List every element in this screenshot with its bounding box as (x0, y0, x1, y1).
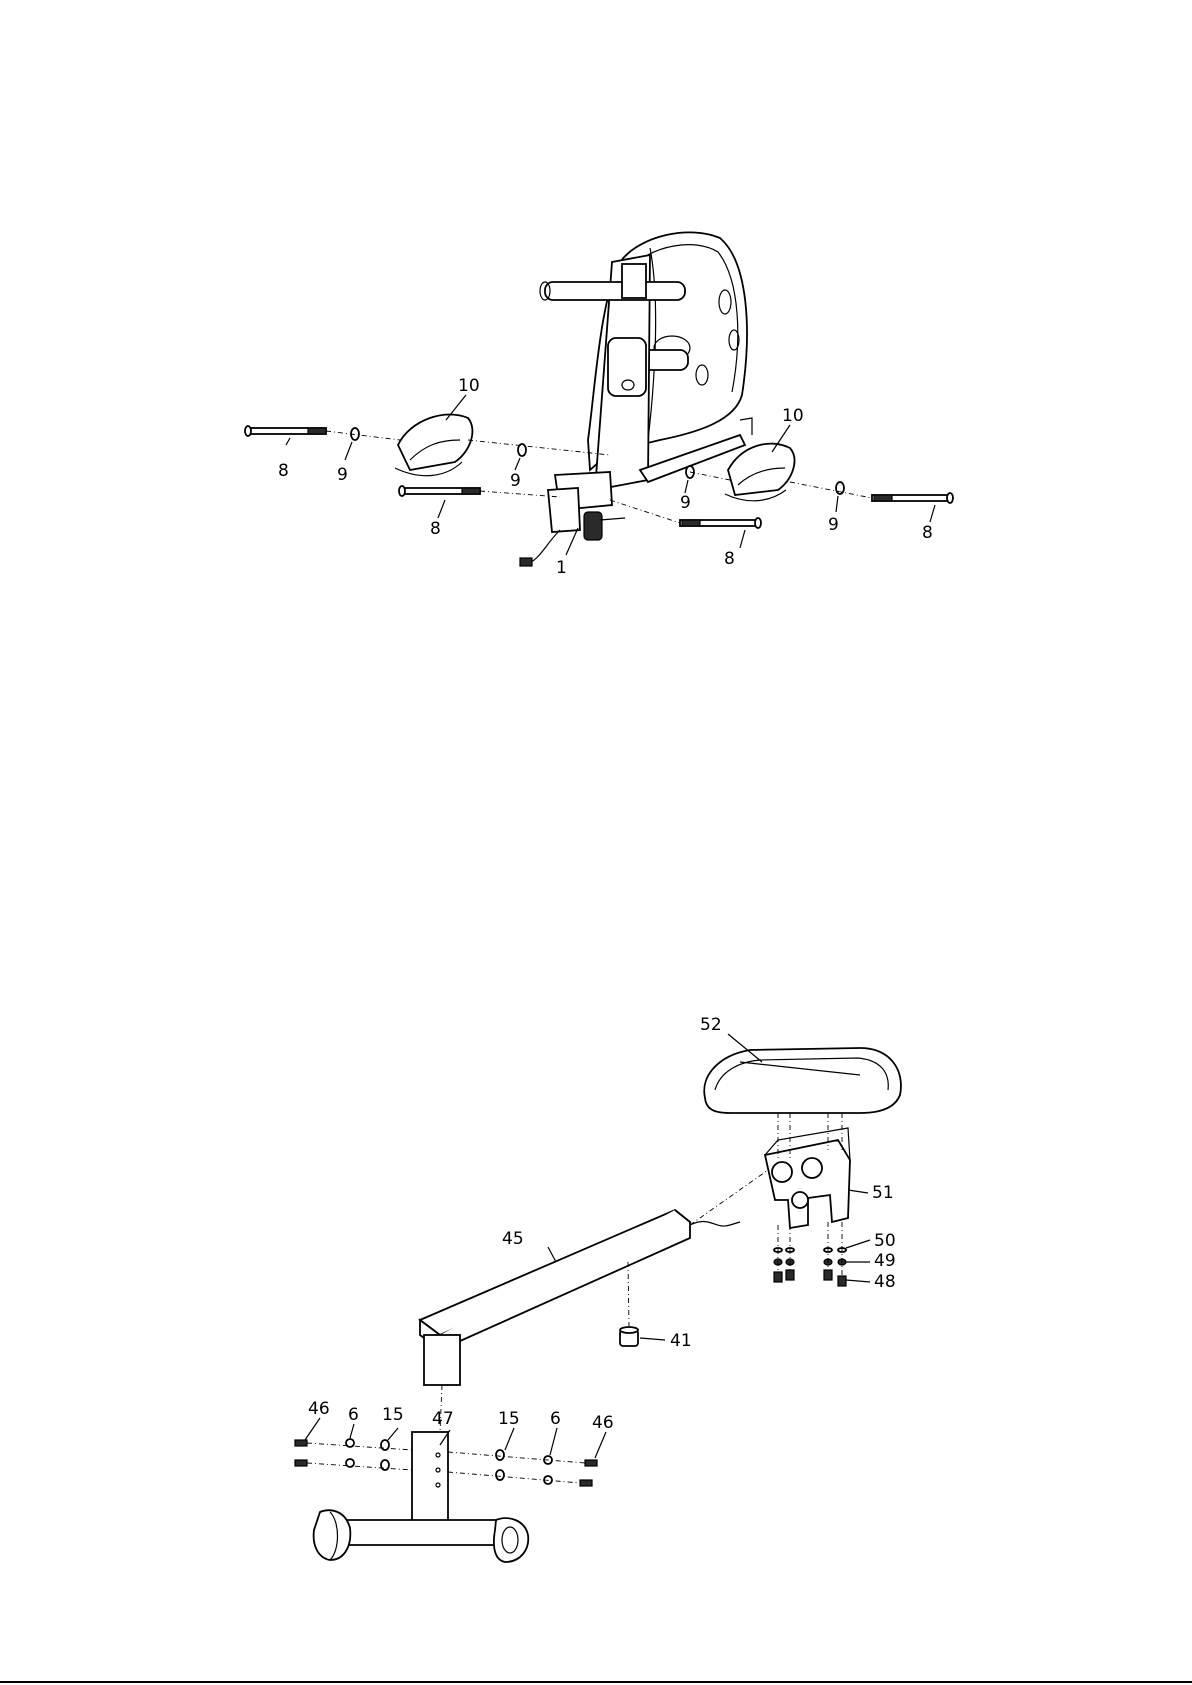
part-6-left-label: 6 (348, 1405, 359, 1425)
part-49-label: 49 (874, 1251, 896, 1271)
part-47-label: 47 (432, 1409, 454, 1429)
seat-rail (420, 1210, 740, 1385)
part-6-right-label: 6 (550, 1409, 561, 1429)
part-9-d-label: 9 (828, 515, 839, 535)
seat-cushion (704, 1048, 901, 1113)
part-10-right-label: 10 (782, 406, 804, 426)
part-9-c-label: 9 (680, 493, 691, 513)
end-cap (620, 1327, 638, 1346)
foot-pedal-left (395, 414, 472, 475)
foot-pedal-right (725, 444, 794, 501)
part-51-label: 51 (872, 1183, 894, 1203)
part-50-label: 50 (874, 1231, 896, 1251)
bracket-fasteners (774, 1248, 846, 1286)
part-46-left-label: 46 (308, 1399, 330, 1419)
part-45-label: 45 (502, 1229, 524, 1249)
seat-bracket (765, 1128, 850, 1228)
assembly-lines-bottom (307, 1113, 842, 1483)
part-15-right-label: 15 (498, 1409, 520, 1429)
part-52-label: 52 (700, 1015, 722, 1035)
part-48-label: 48 (874, 1272, 896, 1292)
part-10-left-label: 10 (458, 376, 480, 396)
part-8-b-label: 8 (430, 519, 441, 539)
diagram-top: 10 10 8 9 9 8 9 9 8 8 1 (245, 232, 953, 578)
part-15-left-label: 15 (382, 1405, 404, 1425)
part-8-d-label: 8 (724, 549, 735, 569)
part-46-right-label: 46 (592, 1413, 614, 1433)
part-9-a-label: 9 (337, 465, 348, 485)
part-41-label: 41 (670, 1331, 692, 1351)
part-9-b-label: 9 (510, 471, 521, 491)
part-8-c-label: 8 (922, 523, 933, 543)
diagram-bottom: 52 51 50 49 48 45 41 46 6 15 47 15 6 46 (295, 1015, 901, 1562)
part-8-a-label: 8 (278, 461, 289, 481)
part-1-label: 1 (556, 558, 567, 578)
